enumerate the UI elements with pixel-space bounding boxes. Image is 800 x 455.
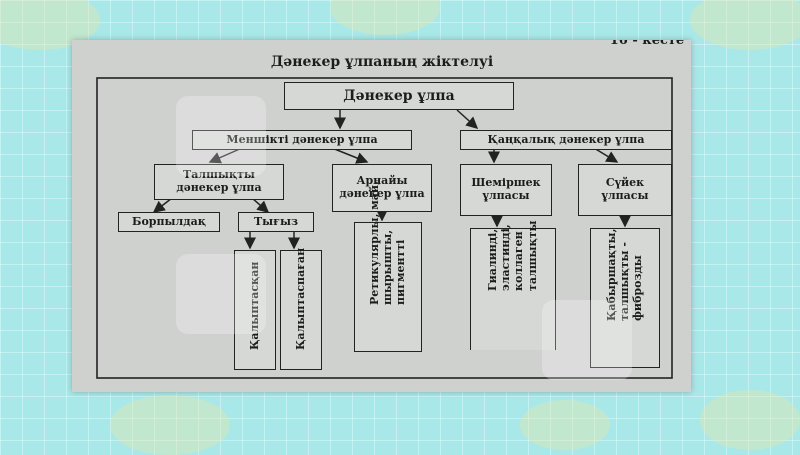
background-decoration xyxy=(330,0,440,35)
background-decoration xyxy=(110,395,230,455)
table-label: 16 - кесте xyxy=(609,40,685,48)
node-unformed: Қалыптаспаған xyxy=(280,247,322,370)
node-special-types: Ретикулярлы, май, шырышты, пигментті xyxy=(354,182,422,352)
connector-lines xyxy=(96,77,673,379)
node-dense: Тығыз xyxy=(238,212,314,232)
node-bone-types: Қабыршақты, талшықты - фиброзды xyxy=(590,228,660,368)
node-unformed-label: Қалыптаспаған xyxy=(294,247,307,350)
node-cartilage-types: Гиалинді, эластинді, коллаген талшықты xyxy=(470,221,556,350)
node-special-types-label: Ретикулярлы, май, шырышты, пигментті xyxy=(368,181,408,306)
node-proper-connective-tissue: Меншікті дәнекер ұлпа xyxy=(192,130,412,150)
background-decoration xyxy=(700,390,800,450)
watermark-logo xyxy=(176,254,266,334)
watermark-logo xyxy=(542,300,632,380)
node-special-connective-tissue: Арнайы дәнекер ұлпа xyxy=(332,164,432,212)
node-fibrous-connective-tissue: Талшықты дәнекер ұлпа xyxy=(154,164,284,200)
node-connective-tissue: Дәнекер ұлпа xyxy=(284,82,514,110)
node-cartilage-types-label: Гиалинді, эластинді, коллаген талшықты xyxy=(486,220,539,292)
node-bone-tissue: Сүйек ұлпасы xyxy=(578,164,672,216)
node-skeletal-connective-tissue: Қаңқалық дәнекер ұлпа xyxy=(460,130,672,150)
node-formed: Қалыптасқан xyxy=(234,250,276,370)
watermark-logo xyxy=(176,96,266,176)
page-title: Дәнекер ұлпаның жіктелуі xyxy=(270,54,494,70)
node-loose: Борпылдақ xyxy=(118,212,220,232)
background-decoration xyxy=(690,0,800,50)
classification-document: 16 - кесте Дәнекер ұлпаның жіктелуі Дәне… xyxy=(72,40,691,392)
background-decoration xyxy=(520,400,610,450)
node-cartilage-tissue: Шеміршек ұлпасы xyxy=(460,164,552,216)
